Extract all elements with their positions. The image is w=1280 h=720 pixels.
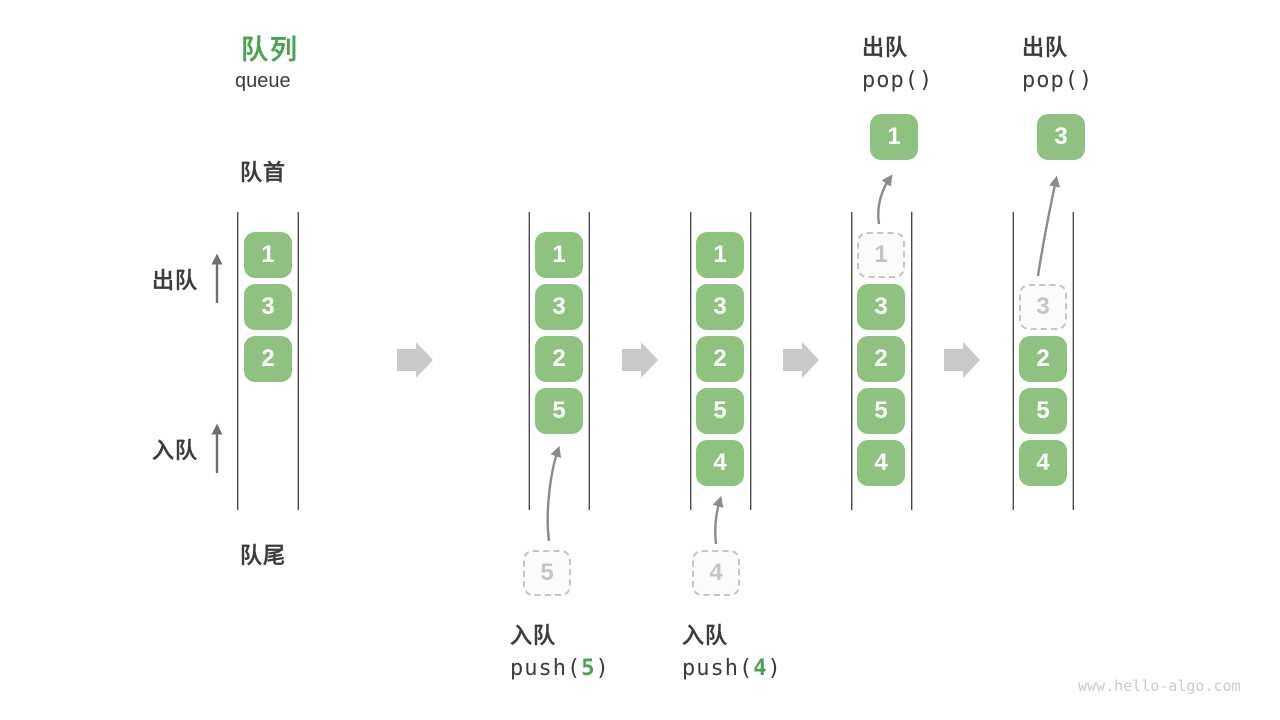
- enqueue-side-label: 入队: [152, 438, 199, 463]
- pop1-caption-zh: 出队: [862, 35, 909, 60]
- push4-caption: 入队 push(4): [682, 618, 782, 681]
- queue-item: 4: [857, 440, 905, 486]
- pop3-caption-code: pop(): [1022, 68, 1094, 93]
- queue-rear-label: 队尾: [240, 543, 287, 568]
- diagram-title-zh: 队列: [241, 35, 299, 65]
- pop1-arrow: [877, 174, 893, 225]
- pop3-caption: 出队 pop(): [1022, 30, 1093, 93]
- pop3-arrow: [1036, 175, 1061, 277]
- queue-item: 4: [696, 440, 744, 486]
- queue-item: 2: [696, 336, 744, 382]
- queue-item: 2: [244, 336, 292, 382]
- push4-caption-code: push(4): [682, 656, 782, 681]
- pop3-caption-zh: 出队: [1022, 35, 1069, 60]
- queue-item: 5: [535, 388, 583, 434]
- queue-item: 5: [696, 388, 744, 434]
- queue-item: 1: [535, 232, 583, 278]
- push5-caption: 入队 push(5): [510, 618, 610, 681]
- queue-item: 2: [1019, 336, 1067, 382]
- queue-item: 2: [535, 336, 583, 382]
- incoming-item-ghost: 4: [692, 550, 740, 596]
- push5-caption-zh: 入队: [510, 623, 557, 648]
- queue-item-ghost: 1: [857, 232, 905, 278]
- queue-item: 1: [244, 232, 292, 278]
- push4-caption-zh: 入队: [682, 623, 729, 648]
- site-watermark: www.hello-algo.com: [1078, 677, 1241, 695]
- queue-item: 5: [857, 388, 905, 434]
- queue-walls: [236, 212, 1075, 510]
- popped-item: 3: [1037, 114, 1085, 160]
- queue-item: 3: [535, 284, 583, 330]
- push4-arrow: [712, 495, 724, 545]
- incoming-item-ghost: 5: [523, 550, 571, 596]
- diagram-title-en: queue: [235, 70, 291, 92]
- queue-item: 1: [696, 232, 744, 278]
- popped-item: 1: [870, 114, 918, 160]
- queue-item: 2: [857, 336, 905, 382]
- queue-front-label: 队首: [240, 160, 287, 185]
- queue-item-ghost: 3: [1019, 284, 1067, 330]
- pop1-caption: 出队 pop(): [862, 30, 933, 93]
- push5-caption-code: push(5): [510, 656, 610, 681]
- push5-arrow: [546, 445, 562, 542]
- pop1-caption-code: pop(): [862, 68, 934, 93]
- queue-item: 3: [696, 284, 744, 330]
- queue-item: 3: [244, 284, 292, 330]
- queue-item: 3: [857, 284, 905, 330]
- dequeue-side-label: 出队: [152, 268, 199, 293]
- queue-item: 4: [1019, 440, 1067, 486]
- queue-item: 5: [1019, 388, 1067, 434]
